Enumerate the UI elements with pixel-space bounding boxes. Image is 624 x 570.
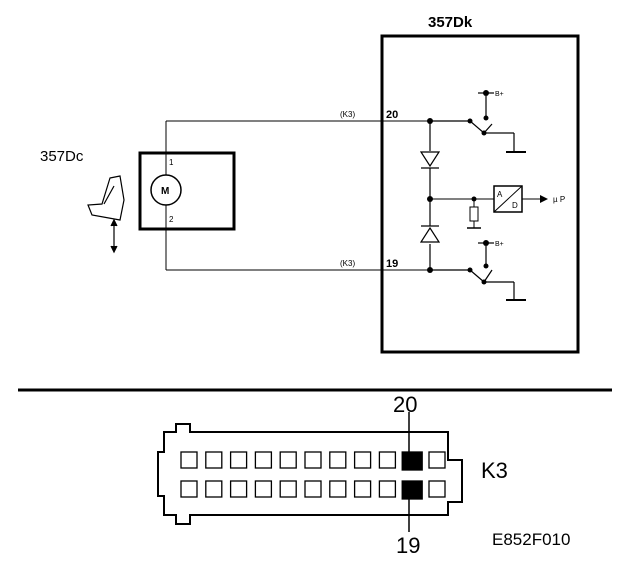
motor-unit-box bbox=[138, 151, 236, 231]
connector-pin bbox=[329, 480, 347, 498]
resistor bbox=[469, 206, 479, 222]
connector-pin bbox=[329, 451, 347, 469]
connector-pin bbox=[254, 480, 273, 498]
motor-pin-1-label: 1 bbox=[169, 158, 174, 167]
connector-pin bbox=[304, 480, 322, 498]
connector-pin bbox=[180, 451, 198, 469]
connector-pin bbox=[353, 480, 372, 498]
pin-19-label: 19 bbox=[386, 258, 398, 270]
connector-pin bbox=[304, 451, 322, 469]
adc-d-label: D bbox=[512, 201, 518, 210]
diode-top bbox=[419, 151, 441, 174]
connector-pin bbox=[180, 480, 198, 498]
motor-pin-2-label: 2 bbox=[169, 215, 174, 224]
connector-pin bbox=[254, 451, 273, 469]
connector-pin bbox=[229, 451, 248, 469]
connector-pin bbox=[378, 480, 397, 498]
connector-pin bbox=[229, 480, 248, 498]
wire-bottom-connector-label: (K3) bbox=[340, 259, 355, 268]
connector-pin bbox=[428, 451, 446, 469]
connector-pin-grid bbox=[180, 451, 446, 500]
connector-pin bbox=[428, 480, 446, 498]
diode-bottom bbox=[419, 225, 441, 243]
supply-top-label: B+ bbox=[495, 91, 504, 98]
connector-housing bbox=[157, 423, 463, 525]
wire-top-connector-label: (K3) bbox=[340, 110, 355, 119]
motor-symbol-label: M bbox=[161, 186, 169, 197]
motor-unit-label: 357Dc bbox=[40, 148, 84, 165]
supply-bottom-label: B+ bbox=[495, 241, 504, 248]
connector-pin bbox=[378, 451, 397, 469]
control-unit-box bbox=[380, 34, 580, 354]
figure-code: E852F010 bbox=[492, 530, 570, 549]
connector-pin bbox=[353, 451, 372, 469]
pin-20-label: 20 bbox=[386, 109, 398, 121]
connector-pin-20-label: 20 bbox=[393, 392, 417, 417]
control-unit-label: 357Dk bbox=[428, 14, 473, 31]
relay-top bbox=[430, 104, 526, 153]
connector-label: K3 bbox=[481, 458, 508, 483]
adc-a-label: A bbox=[497, 190, 503, 199]
connector-pin bbox=[279, 480, 297, 498]
relay-bottom bbox=[430, 250, 526, 301]
connector-pin bbox=[279, 451, 297, 469]
connector-pin bbox=[205, 480, 223, 498]
adc-output-label: µ P bbox=[553, 195, 565, 204]
connector-pin-highlighted bbox=[401, 451, 423, 471]
connector-pin-highlighted bbox=[401, 480, 423, 500]
connector-pin bbox=[205, 451, 223, 469]
connector-pin-19-label: 19 bbox=[396, 533, 420, 558]
seat-adjust-icon bbox=[87, 175, 125, 254]
